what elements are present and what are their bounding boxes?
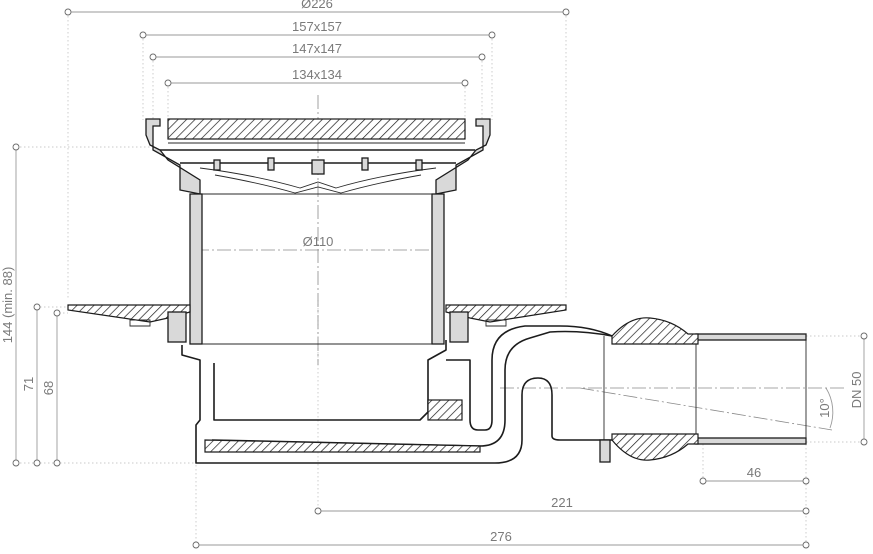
drain-grate	[167, 118, 466, 151]
dimension-labels: Ø226 157x157 147x147 134x134 Ø110 144 (m…	[0, 0, 864, 544]
dim-label-68: 68	[41, 381, 56, 395]
center-lines	[195, 95, 845, 431]
extension-lines	[20, 12, 868, 548]
drain-body	[181, 325, 806, 464]
drain-frame	[145, 118, 491, 195]
dim-label-221: 221	[551, 495, 573, 510]
top-dimension-lines	[64, 8, 570, 87]
bottom-dimension-lines	[192, 332, 868, 549]
dim-label-110: Ø110	[303, 234, 334, 249]
membrane-flange	[67, 304, 567, 343]
dim-label-144: 144 (min. 88)	[0, 267, 15, 344]
dim-label-276: 276	[490, 529, 512, 544]
dim-label-134: 134x134	[292, 67, 342, 82]
riser-pipe	[189, 193, 445, 345]
dim-label-147: 147x147	[292, 41, 342, 56]
dim-label-157: 157x157	[292, 19, 342, 34]
dim-label-dn50: DN 50	[849, 372, 864, 409]
left-dimension-lines	[12, 143, 61, 467]
outlet-pipe	[599, 317, 807, 463]
dim-label-angle: 10°	[817, 398, 832, 418]
dim-label-46: 46	[747, 465, 761, 480]
dim-label-226: Ø226	[301, 0, 333, 11]
dim-label-71: 71	[21, 377, 36, 391]
